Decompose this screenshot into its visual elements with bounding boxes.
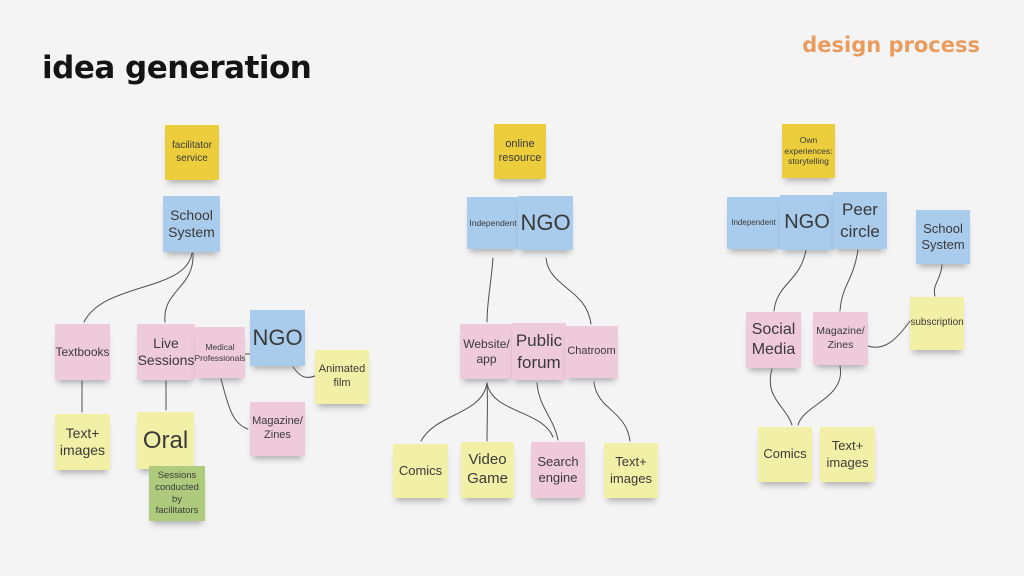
textbooks-label: Textbooks <box>55 344 110 359</box>
ngo-right-label: NGO <box>784 211 830 233</box>
connector-medical-professionals-to-magazine-zines-left <box>220 378 249 430</box>
ngo-left-label: NGO <box>252 325 303 351</box>
magazine-zines-right-label: Magazine/ Zines <box>816 325 865 351</box>
independent-right-note[interactable]: Independent <box>727 197 780 249</box>
comics-mid-note[interactable]: Comics <box>393 444 448 498</box>
text-images-right-label: Text+ images <box>826 438 869 470</box>
textbooks-note[interactable]: Textbooks <box>55 324 110 380</box>
magazine-zines-left-note[interactable]: Magazine/ Zines <box>250 402 305 456</box>
medical-professionals-note[interactable]: Medical Professionals <box>194 327 246 378</box>
school-system-right-label: School System <box>921 220 965 252</box>
text-images-right-note[interactable]: Text+ images <box>820 427 875 482</box>
magazine-zines-left-label: Magazine/ Zines <box>252 415 303 441</box>
connector-website-app-to-search-engine <box>486 382 554 438</box>
ngo-right-note[interactable]: NGO <box>780 195 834 250</box>
connector-ngo-right-to-social-media <box>773 249 807 312</box>
facilitator-service-label: facilitator service <box>171 140 212 164</box>
subscription-label: subscription <box>910 317 964 329</box>
own-experiences-note[interactable]: Own experiences: storytelling <box>782 124 835 178</box>
social-media-note[interactable]: Social Media <box>746 312 801 368</box>
search-engine-label: Search engine <box>537 453 579 485</box>
public-forum-label: Public forum <box>515 331 563 372</box>
text-images-left-note[interactable]: Text+ images <box>55 414 110 470</box>
connector-ngo-mid-to-website-app <box>486 257 494 323</box>
ngo-mid-label: NGO <box>520 210 571 236</box>
text-images-mid-label: Text+ images <box>610 454 652 486</box>
animated-film-note[interactable]: Animated film <box>315 350 369 404</box>
website-app-note[interactable]: Website/ app <box>460 324 513 379</box>
chatroom-label: Chatroom <box>567 345 616 358</box>
search-engine-note[interactable]: Search engine <box>531 442 585 498</box>
connector-ngo-mid-to-chatroom <box>545 257 592 325</box>
sessions-facilitators-label: Sessions conducted by facilitators <box>155 469 199 517</box>
comics-right-note[interactable]: Comics <box>758 427 812 482</box>
connector-school-system-left-to-live-sessions <box>164 252 194 323</box>
social-media-label: Social Media <box>751 321 796 358</box>
connector-ngo-left-to-animated-film <box>292 366 316 378</box>
own-experiences-label: Own experiences: storytelling <box>784 135 833 167</box>
connector-peer-circle-to-magazine-zines-right <box>839 249 859 312</box>
online-resource-note[interactable]: online resource <box>494 124 546 179</box>
online-resource-label: online resource <box>498 137 542 164</box>
text-images-left-label: Text+ images <box>59 424 106 459</box>
watermark-design-process: design process <box>802 33 980 57</box>
connector-chatroom-to-text-images-mid <box>593 381 631 442</box>
connector-school-system-left-to-textbooks <box>83 252 193 323</box>
oral-note[interactable]: Oral <box>137 412 194 469</box>
connector-magazine-zines-right-to-subscription <box>867 320 911 348</box>
school-system-right-note[interactable]: School System <box>916 210 970 264</box>
independent-right-label: Independent <box>731 218 776 227</box>
website-app-label: Website/ app <box>463 336 510 366</box>
connector-website-app-to-comics-mid <box>420 382 488 442</box>
animated-film-label: Animated film <box>318 363 366 389</box>
peer-circle-label: Peer circle <box>840 200 880 241</box>
school-system-left-note[interactable]: School System <box>163 196 220 252</box>
video-game-note[interactable]: Video Game <box>461 442 514 498</box>
text-images-mid-note[interactable]: Text+ images <box>604 443 658 498</box>
facilitator-service-note[interactable]: facilitator service <box>165 125 219 180</box>
subscription-note[interactable]: subscription <box>910 297 964 350</box>
connector-social-media-to-comics-right <box>769 368 793 426</box>
public-forum-note[interactable]: Public forum <box>512 323 566 380</box>
live-sessions-note[interactable]: Live Sessions <box>137 324 195 380</box>
page-title: idea generation <box>42 50 312 86</box>
chatroom-note[interactable]: Chatroom <box>565 326 618 378</box>
connector-school-system-right-to-subscription <box>933 264 943 297</box>
magazine-zines-right-note[interactable]: Magazine/ Zines <box>813 312 868 365</box>
connector-public-forum-to-search-engine <box>536 382 559 441</box>
live-sessions-label: Live Sessions <box>137 334 195 369</box>
sessions-facilitators-note[interactable]: Sessions conducted by facilitators <box>149 466 205 521</box>
comics-mid-label: Comics <box>398 462 443 478</box>
comics-right-label: Comics <box>763 446 807 462</box>
oral-label: Oral <box>142 426 189 454</box>
ngo-left-note[interactable]: NGO <box>250 310 305 366</box>
independent-mid-label: Independent <box>469 217 517 228</box>
ngo-mid-note[interactable]: NGO <box>518 196 573 250</box>
school-system-left-label: School System <box>168 206 215 241</box>
peer-circle-note[interactable]: Peer circle <box>833 192 887 249</box>
independent-mid-note[interactable]: Independent <box>467 197 519 249</box>
medical-professionals-label: Medical Professionals <box>194 341 246 363</box>
connector-magazine-zines-right-to-comics-right <box>797 365 841 426</box>
video-game-label: Video Game <box>467 451 508 487</box>
